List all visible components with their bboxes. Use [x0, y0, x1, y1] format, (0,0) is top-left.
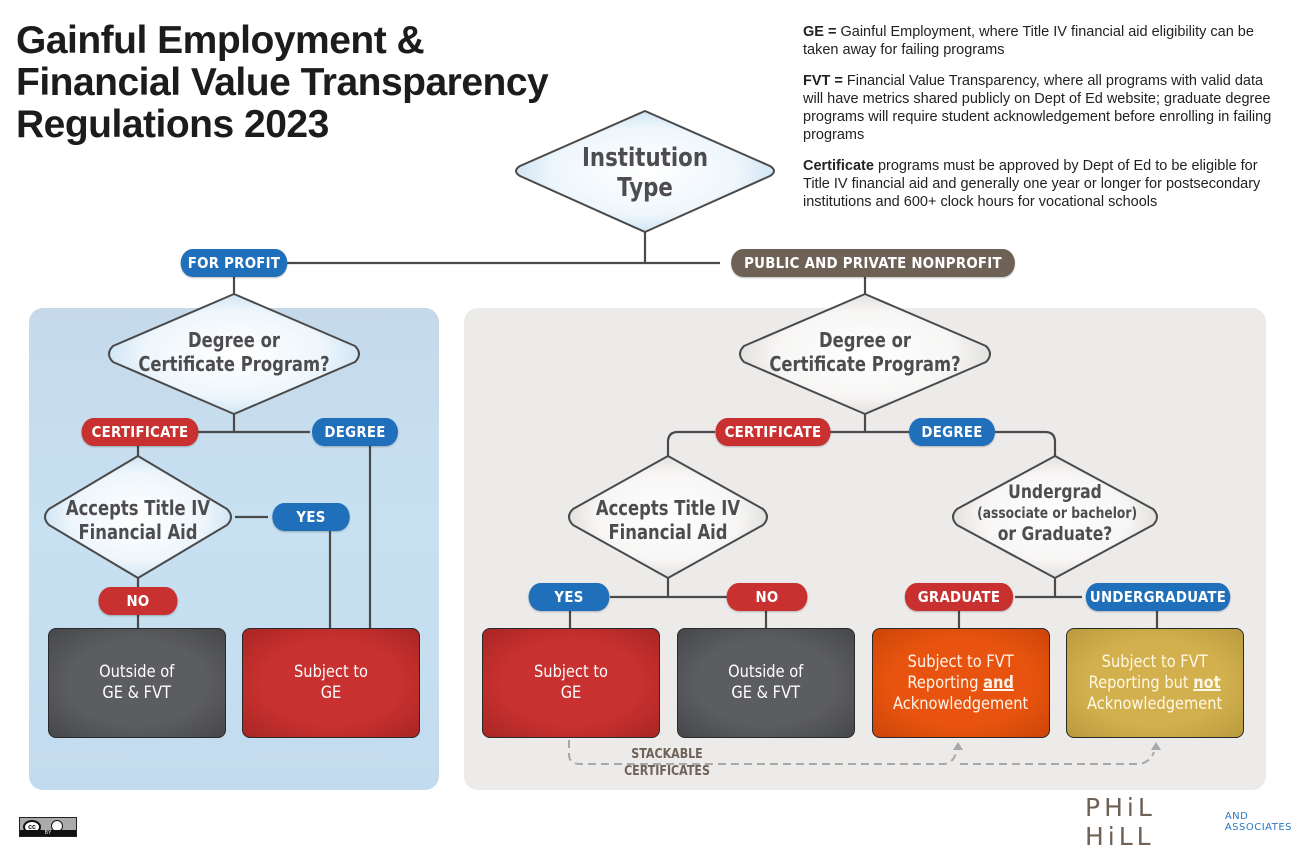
right-branch-yes[interactable]: YES: [528, 583, 610, 611]
outcome-line: Acknowledgement: [1087, 693, 1223, 714]
stackable-line: STACKABLE: [631, 747, 703, 762]
definition-fvt: FVT = Financial Value Transparency, wher…: [803, 72, 1283, 144]
left-branch-degree[interactable]: DEGREE: [312, 418, 398, 446]
decision-line: Degree or: [819, 328, 911, 352]
decision-line: Accepts Title IV: [595, 496, 741, 520]
left-decision-accepts-title-iv: Accepts Title IV Financial Aid: [63, 496, 214, 544]
branch-public-private-nonprofit[interactable]: PUBLIC AND PRIVATE NONPROFIT: [731, 249, 1015, 277]
outcome-line: Subject to FVT: [1102, 651, 1208, 672]
right-decision-degree-or-certificate: Degree or Certificate Program?: [767, 328, 964, 376]
outcome-line: Outside of: [99, 662, 175, 682]
logo-tagline: AND ASSOCIATES: [1225, 811, 1292, 833]
decision-line: Type: [617, 173, 673, 203]
decision-line: Financial Aid: [78, 520, 198, 544]
outcome-line: Subject to FVT: [908, 651, 1014, 672]
definition-term: FVT =: [803, 73, 843, 89]
decision-line: (associate or bachelor): [977, 504, 1138, 522]
right-branch-undergraduate[interactable]: UNDERGRADUATE: [1085, 583, 1231, 611]
left-branch-yes[interactable]: YES: [272, 503, 350, 531]
definition-certificate: Certificate programs must be approved by…: [803, 157, 1283, 211]
phil-hill-associates-logo: PHiL HiLL AND ASSOCIATES: [1085, 793, 1292, 851]
license-by-label: BY: [20, 830, 76, 836]
title-line-2: Financial Value Transparency: [16, 61, 549, 104]
right-decision-accepts-title-iv: Accepts Title IV Financial Aid: [593, 496, 744, 544]
right-branch-graduate[interactable]: GRADUATE: [904, 583, 1014, 611]
decision-line: Undergrad: [1008, 481, 1102, 503]
emphasis-and: and: [983, 672, 1015, 693]
definition-term: GE =: [803, 24, 837, 40]
definition-text: programs must be approved by Dept of Ed …: [803, 158, 1261, 210]
outcome-line: GE: [560, 683, 582, 703]
outcome-line: Subject to: [294, 662, 368, 682]
definition-term: Certificate: [803, 158, 874, 174]
left-branch-certificate[interactable]: CERTIFICATE: [81, 418, 199, 446]
title-line-1: Gainful Employment &: [16, 19, 425, 62]
title-line-3: Regulations 2023: [16, 103, 329, 146]
right-branch-certificate[interactable]: CERTIFICATE: [715, 418, 831, 446]
outcome-line: Subject to: [534, 662, 608, 682]
outcome-line: GE: [320, 683, 342, 703]
right-branch-degree[interactable]: DEGREE: [909, 418, 995, 446]
decision-institution-type: Institution Type: [575, 143, 714, 203]
branch-for-profit[interactable]: FOR PROFIT: [180, 249, 288, 277]
decision-line: Accepts Title IV: [65, 496, 211, 520]
decision-line: Financial Aid: [608, 520, 728, 544]
right-decision-undergrad-or-graduate: Undergrad (associate or bachelor) or Gra…: [977, 481, 1138, 545]
definition-text: Gainful Employment, where Title IV finan…: [803, 24, 1254, 58]
logo-associates: ASSOCIATES: [1224, 822, 1292, 833]
logo-and: AND: [1224, 811, 1249, 822]
outcome-line: Reporting but: [1088, 672, 1194, 693]
definition-ge: GE = Gainful Employment, where Title IV …: [803, 23, 1283, 59]
outcome-line: GE & FVT: [102, 683, 172, 703]
outcome-line: Reporting: [907, 672, 984, 693]
left-branch-no[interactable]: NO: [98, 587, 178, 615]
outcome-line: Acknowledgement: [893, 693, 1029, 714]
decision-line: Degree or: [188, 328, 280, 352]
emphasis-not: not: [1193, 672, 1222, 693]
page-title: Gainful Employment & Financial Value Tra…: [16, 20, 616, 146]
decision-line: Certificate Program?: [769, 352, 961, 376]
logo-name: PHiL HiLL: [1085, 793, 1156, 851]
stackable-line: CERTIFICATES: [624, 764, 710, 779]
outcome-line: Outside of: [728, 662, 804, 682]
definition-text: Financial Value Transparency, where all …: [803, 73, 1272, 143]
left-decision-degree-or-certificate: Degree or Certificate Program?: [136, 328, 333, 376]
definitions: GE = Gainful Employment, where Title IV …: [803, 23, 1283, 224]
decision-line: Institution: [582, 143, 708, 173]
stackable-certificates-label: STACKABLE CERTIFICATES: [616, 746, 718, 780]
decision-line: or Graduate?: [997, 523, 1113, 545]
right-branch-no[interactable]: NO: [726, 583, 808, 611]
outcome-line: GE & FVT: [731, 683, 801, 703]
decision-line: Certificate Program?: [138, 352, 330, 376]
creative-commons-by-badge: cc BY: [19, 817, 77, 837]
